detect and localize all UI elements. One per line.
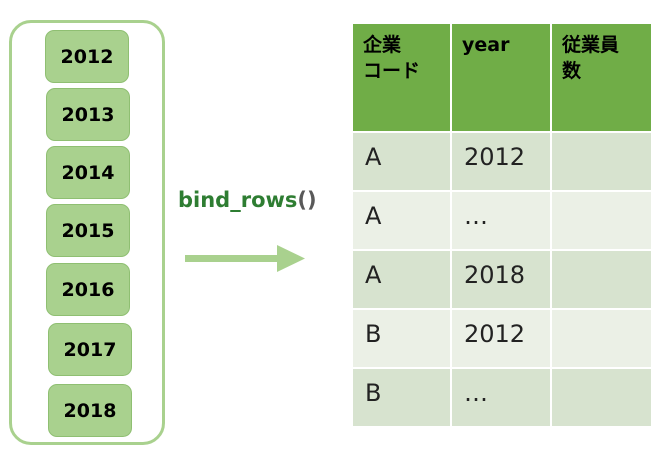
result-table: 企業コード year 従業員数 A 2012 A … A 2018 B 2012… — [351, 22, 653, 428]
cell-company: B — [351, 308, 452, 369]
header-employees: 従業員数 — [550, 22, 653, 133]
cell-year: 2018 — [450, 249, 552, 310]
table-row: B … — [351, 367, 653, 428]
header-employees-line2: 数 — [562, 60, 582, 82]
year-chip-2018: 2018 — [48, 384, 132, 437]
table-header-row: 企業コード year 従業員数 — [351, 22, 653, 133]
table-row: A 2018 — [351, 249, 653, 310]
table-row: A 2012 — [351, 131, 653, 192]
header-company-code-line2: コード — [363, 60, 421, 82]
header-year: year — [450, 22, 552, 133]
table-row: B 2012 — [351, 308, 653, 369]
cell-company: A — [351, 131, 452, 192]
cell-employees — [550, 131, 653, 192]
cell-year: 2012 — [450, 131, 552, 192]
function-parens: () — [297, 188, 317, 212]
cell-year: 2012 — [450, 308, 552, 369]
year-chip-2015: 2015 — [46, 204, 130, 257]
table-row: A … — [351, 190, 653, 251]
year-chip-2012: 2012 — [45, 30, 129, 83]
header-company-code-line1: 企業 — [363, 34, 402, 56]
year-chip-2014: 2014 — [46, 146, 130, 199]
year-chip-2017: 2017 — [48, 323, 132, 376]
function-name: bind_rows — [178, 188, 298, 212]
cell-employees — [550, 308, 653, 369]
cell-employees — [550, 249, 653, 310]
cell-employees — [550, 190, 653, 251]
cell-employees — [550, 367, 653, 428]
cell-year: … — [450, 367, 552, 428]
right-arrow-icon — [185, 245, 305, 272]
cell-company: B — [351, 367, 452, 428]
header-company-code: 企業コード — [351, 22, 452, 133]
cell-company: A — [351, 249, 452, 310]
function-label: bind_rows() — [178, 188, 317, 212]
cell-year: … — [450, 190, 552, 251]
cell-company: A — [351, 190, 452, 251]
year-chip-2013: 2013 — [46, 88, 130, 141]
header-employees-line1: 従業員 — [562, 34, 620, 56]
year-chip-2016: 2016 — [46, 263, 130, 316]
